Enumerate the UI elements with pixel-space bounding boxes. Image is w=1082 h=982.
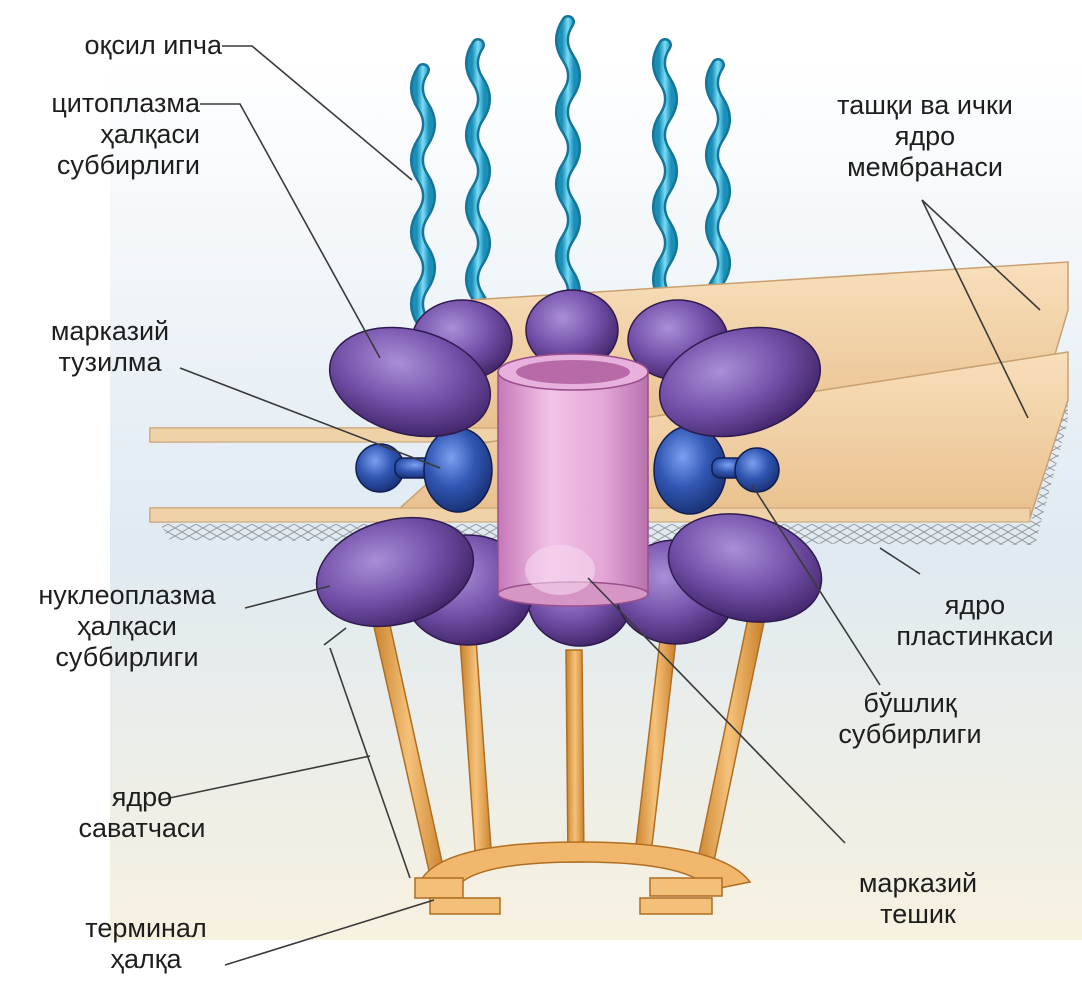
label-lumenal-subunit-line1: бўшлиқ	[820, 688, 1000, 719]
label-cytoplasmic-ring-line1: цитоплазма	[8, 88, 200, 119]
label-nuclear-lamina-line1: ядро	[880, 590, 1070, 621]
central-transporter	[498, 354, 648, 606]
label-central-structure-line2: тузилма	[20, 347, 200, 378]
label-nucleoplasmic-ring-line3: суббирлиги	[8, 642, 246, 673]
label-nucleoplasmic-ring-line1: нуклеоплазма	[8, 580, 246, 611]
label-membranes-line2: ядро	[790, 121, 1060, 152]
label-protein-fiber: оқсил ипча	[12, 30, 222, 61]
label-terminal-ring-line2: ҳалқа	[56, 944, 236, 975]
label-lumenal-subunit: бўшлиқ суббирлиги	[820, 688, 1000, 750]
label-terminal-ring: терминал ҳалқа	[56, 913, 236, 975]
label-membranes: ташқи ва ички ядро мембранаси	[790, 90, 1060, 183]
label-cytoplasmic-ring: цитоплазма ҳалқаси суббирлиги	[8, 88, 200, 181]
label-central-pore-line2: тешик	[828, 899, 1008, 930]
label-nuclear-basket: ядро саватчаси	[62, 782, 222, 844]
label-nucleoplasmic-ring-line2: ҳалқаси	[8, 611, 246, 642]
label-nuclear-basket-line1: ядро	[62, 782, 222, 813]
label-membranes-line1: ташқи ва ички	[790, 90, 1060, 121]
label-nuclear-lamina-line2: пластинкаси	[880, 621, 1070, 652]
label-membranes-line3: мембранаси	[790, 152, 1060, 183]
label-nuclear-basket-line2: саватчаси	[62, 813, 222, 844]
label-central-structure: марказий тузилма	[20, 316, 200, 378]
label-central-pore-line1: марказий	[828, 868, 1008, 899]
label-cytoplasmic-ring-line2: ҳалқаси	[8, 119, 200, 150]
label-nuclear-lamina: ядро пластинкаси	[880, 590, 1070, 652]
label-lumenal-subunit-line2: суббирлиги	[820, 719, 1000, 750]
label-nucleoplasmic-ring: нуклеоплазма ҳалқаси суббирлиги	[8, 580, 246, 673]
label-protein-fiber-line1: оқсил ипча	[12, 30, 222, 61]
label-terminal-ring-line1: терминал	[56, 913, 236, 944]
label-central-pore: марказий тешик	[828, 868, 1008, 930]
label-cytoplasmic-ring-line3: суббирлиги	[8, 150, 200, 181]
label-central-structure-line1: марказий	[20, 316, 200, 347]
